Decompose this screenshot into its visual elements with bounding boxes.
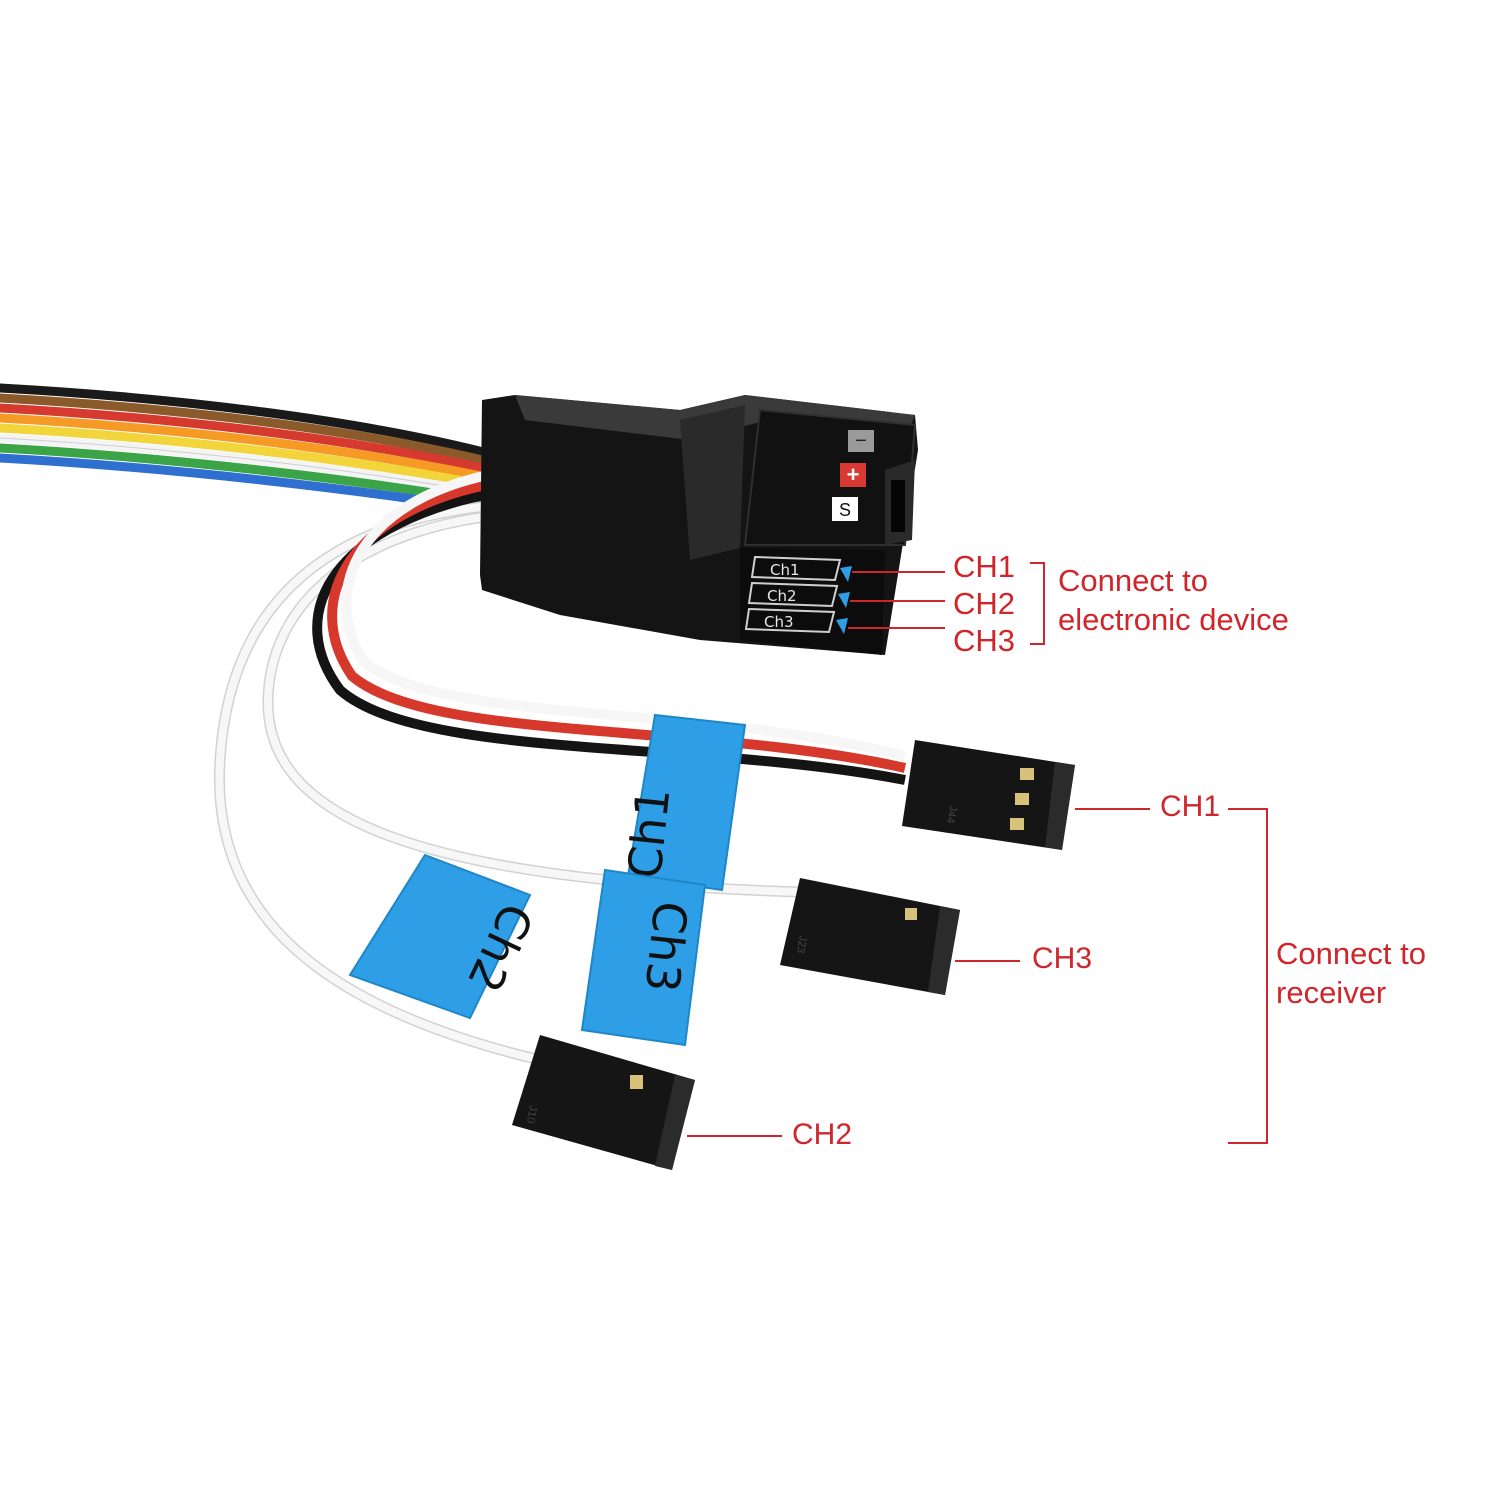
tape-tag-ch1: Ch1 [617, 713, 747, 892]
device-bracket-side [1043, 562, 1045, 645]
port-label-ch1: Ch1 [770, 561, 800, 579]
port-arrow-1 [840, 566, 852, 582]
ch2-wire [213, 499, 542, 1066]
device-ch3-label: CH3 [953, 623, 1016, 658]
signal-pad [832, 497, 858, 521]
tape-tag-ch3: Ch3 [580, 868, 707, 1047]
connector-ch2-marking: J10 [524, 1104, 539, 1124]
device-ch1-label: CH1 [953, 549, 1016, 584]
ch3-leader-line [955, 960, 1020, 962]
device-pointer-lines [848, 571, 945, 629]
receiver-ch3-label: CH3 [1032, 942, 1093, 975]
port-arrow-3 [836, 618, 848, 634]
port-label-ch2: Ch2 [767, 587, 797, 605]
connector-ch2: J10 [512, 1035, 695, 1170]
receiver-ch1-label: CH1 [1160, 790, 1221, 823]
connector-ch3-marking: J23 [794, 934, 809, 954]
device-caption-line2: electronic device [1058, 602, 1289, 637]
receiver-bracket-side [1266, 808, 1268, 1144]
receiver-caption-line2: receiver [1276, 975, 1387, 1010]
connector-ch1: J44 [902, 740, 1075, 850]
tape-tag-ch2: Ch2 [348, 853, 544, 1020]
receiver-ch2-label: CH2 [792, 1118, 853, 1151]
ch1-leader-line [1075, 808, 1150, 810]
device-bracket-bottom [1030, 643, 1045, 645]
port-label-boxes [744, 555, 842, 634]
receiver-bracket-bottom [1228, 1142, 1268, 1144]
minus-pad-label: − [855, 430, 867, 452]
tape-tag-ch3-text: Ch3 [635, 899, 698, 995]
device-caption-line1: Connect to [1058, 563, 1208, 598]
minus-pad [848, 430, 874, 452]
ch2-leader-line [687, 1135, 782, 1137]
receiver-caption-line1: Connect to [1276, 936, 1426, 971]
device-ch2-label: CH2 [953, 586, 1016, 621]
ribbon-cable [0, 383, 500, 516]
tape-tag-ch1-text: Ch1 [617, 785, 680, 881]
port-label-ch3: Ch3 [764, 613, 794, 631]
device-bracket-top [1030, 562, 1045, 564]
receiver-bracket-top [1228, 808, 1268, 810]
signal-pad-label: S [839, 500, 851, 520]
plus-pad [840, 463, 866, 487]
connector-ch1-marking: J44 [944, 804, 959, 824]
connector-ch3: J23 [780, 878, 960, 995]
port-arrow-2 [838, 592, 850, 608]
plus-pad-label: + [847, 462, 860, 487]
